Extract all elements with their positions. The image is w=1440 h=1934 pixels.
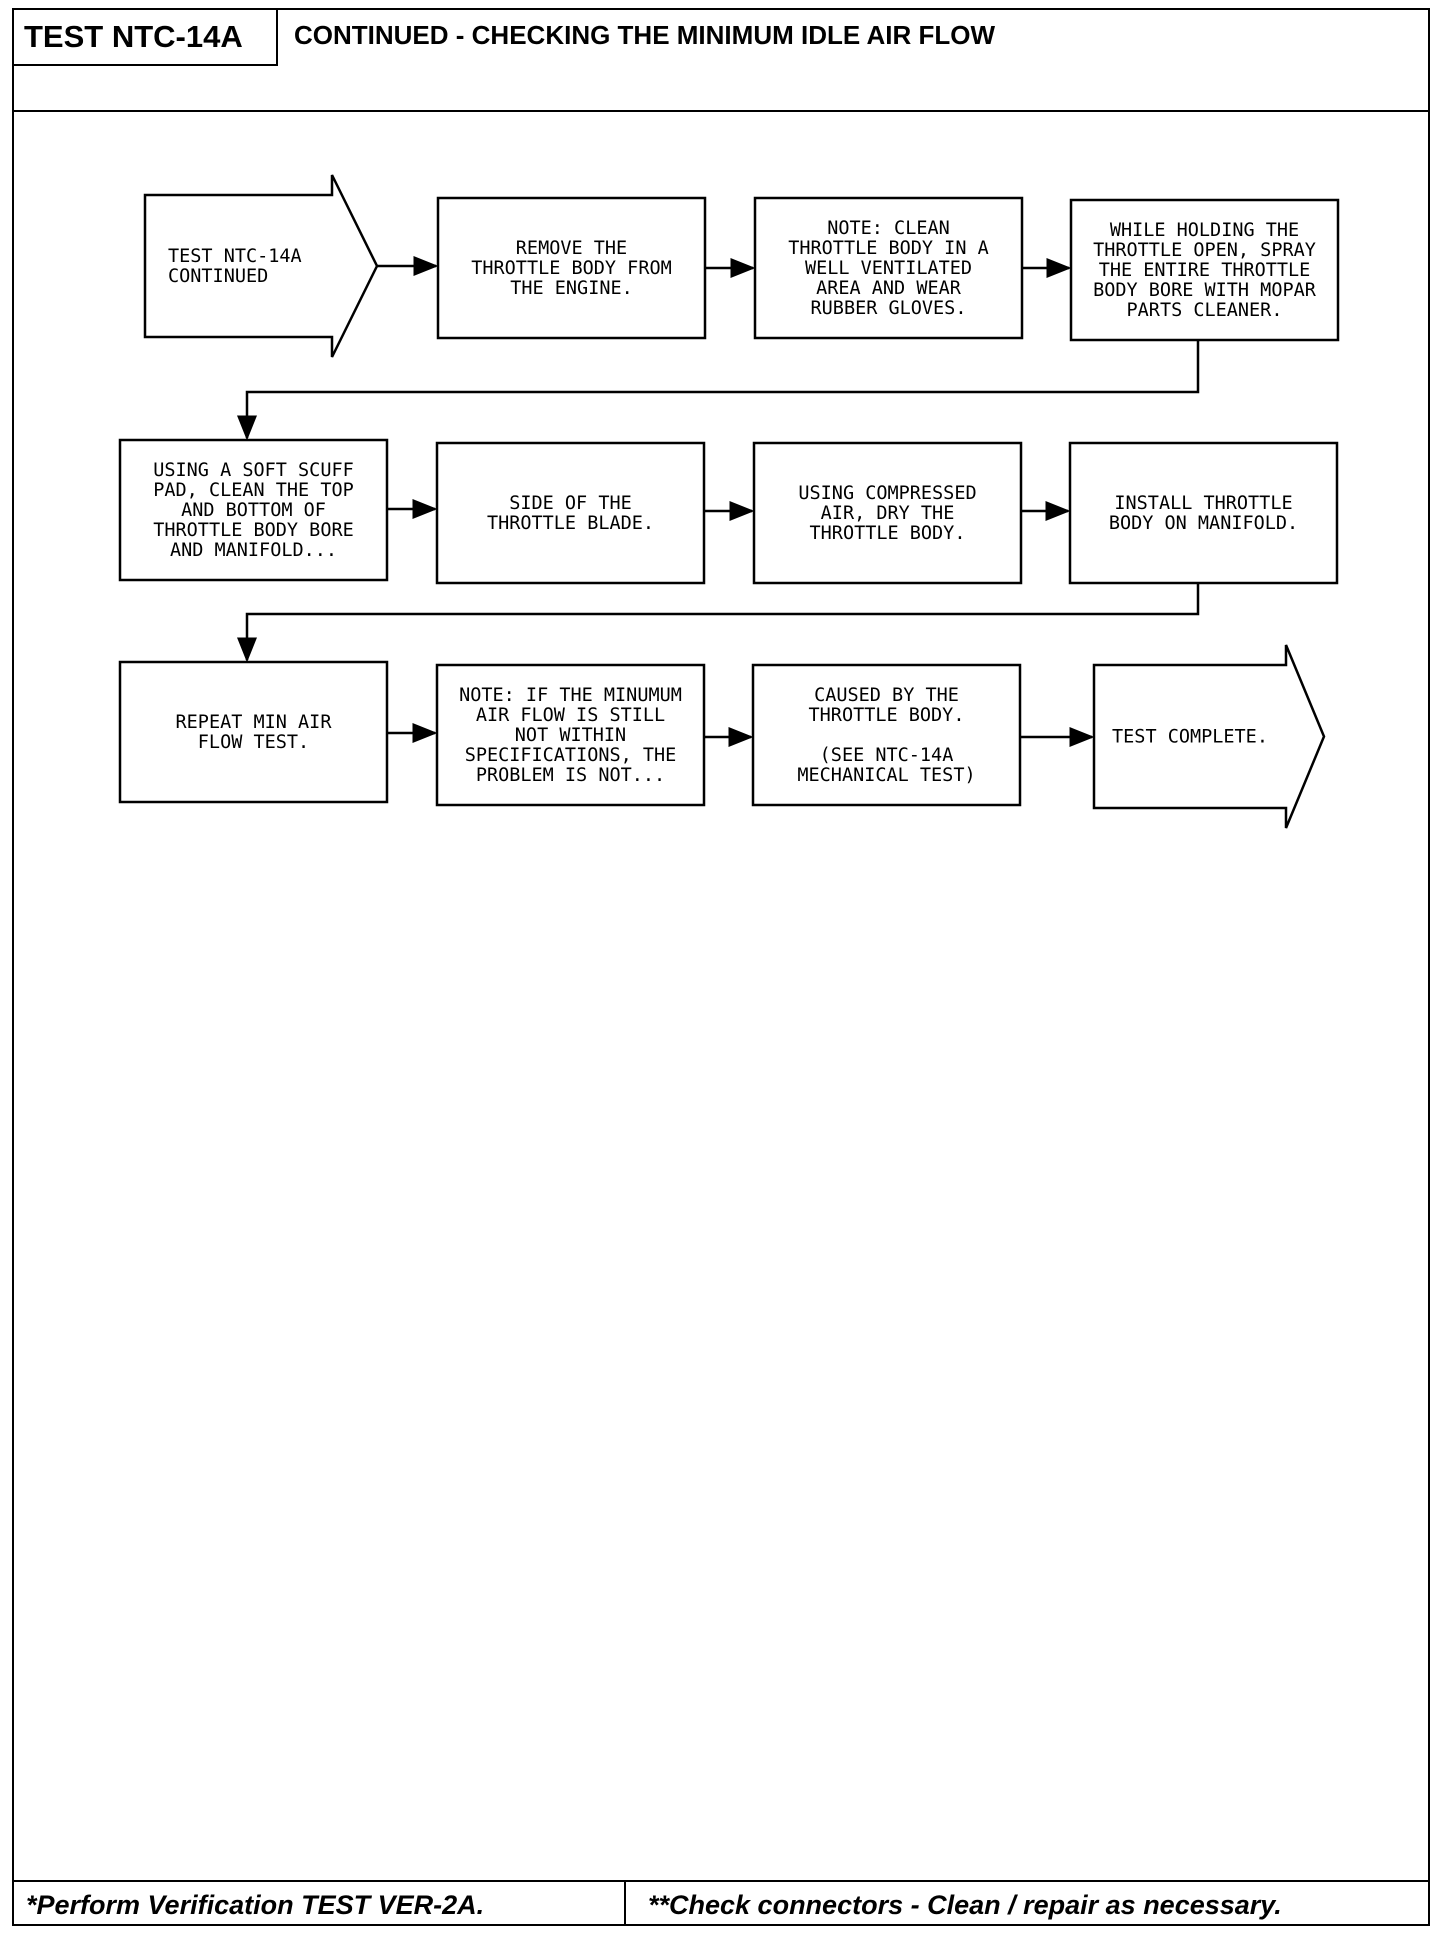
footer-separator xyxy=(624,1880,626,1926)
step-compressed-air-line: AIR, DRY THE xyxy=(821,503,955,524)
footer-note-right: **Check connectors - Clean / repair as n… xyxy=(648,1890,1282,1920)
step-note-clean-line: AREA AND WEAR xyxy=(816,278,962,299)
step-scuff-pad-line: AND BOTTOM OF xyxy=(181,500,326,521)
header xyxy=(12,8,1430,112)
step-repeat-test-line: FLOW TEST. xyxy=(198,732,309,753)
step-caused-by-line: THROTTLE BODY. xyxy=(809,705,965,726)
end-arrow-line: TEST COMPLETE. xyxy=(1112,727,1268,748)
step-compressed-air-line: USING COMPRESSED xyxy=(798,483,976,504)
step-throttle-blade-line: SIDE OF THE xyxy=(509,493,632,514)
footer-note-left: *Perform Verification TEST VER-2A. xyxy=(26,1890,485,1920)
step-spray-cleaner-line: WHILE HOLDING THE xyxy=(1110,220,1299,241)
step-repeat-test-line: REPEAT MIN AIR xyxy=(176,712,333,733)
step-install-throttle-body-line: BODY ON MANIFOLD. xyxy=(1109,513,1298,534)
end-arrow xyxy=(1092,644,1326,829)
step-scuff-pad xyxy=(118,438,389,582)
step-note-spec xyxy=(435,663,706,807)
step-note-clean-line: RUBBER GLOVES. xyxy=(811,298,967,319)
connectors xyxy=(237,256,1200,747)
step-note-spec-line: PROBLEM IS NOT... xyxy=(476,765,665,786)
step-caused-by xyxy=(751,663,1022,807)
step-throttle-blade xyxy=(435,441,706,585)
step-remove-throttle-body xyxy=(436,196,707,340)
start-arrow-line: TEST NTC-14A xyxy=(168,246,302,267)
connector-8 xyxy=(237,583,1200,663)
step-install-throttle-body xyxy=(1068,441,1339,585)
step-repeat-test xyxy=(118,660,389,804)
step-compressed-air-line: THROTTLE BODY. xyxy=(810,523,966,544)
step-scuff-pad-line: USING A SOFT SCUFF xyxy=(153,460,353,481)
start-arrow xyxy=(143,174,379,358)
step-note-clean xyxy=(753,196,1024,340)
step-spray-cleaner xyxy=(1069,198,1340,342)
start-arrow-line: CONTINUED xyxy=(168,266,268,287)
step-note-spec-line: NOT WITHIN xyxy=(515,725,626,746)
connector-4 xyxy=(237,340,1200,441)
step-install-throttle-body-line: INSTALL THROTTLE xyxy=(1114,493,1292,514)
step-spray-cleaner-line: PARTS CLEANER. xyxy=(1127,300,1283,321)
step-note-clean-line: WELL VENTILATED xyxy=(805,258,972,279)
step-remove-throttle-body-line: THROTTLE BODY FROM xyxy=(471,258,671,279)
step-spray-cleaner-line: THROTTLE OPEN, SPRAY xyxy=(1093,240,1316,261)
step-spray-cleaner-line: BODY BORE WITH MOPAR xyxy=(1093,280,1317,301)
step-caused-by-line: (SEE NTC-14A xyxy=(820,745,954,766)
step-caused-by-line: MECHANICAL TEST) xyxy=(797,765,975,786)
footer-divider xyxy=(12,1880,1430,1882)
test-id: TEST NTC-14A xyxy=(12,8,278,66)
step-spray-cleaner-line: THE ENTIRE THROTTLE xyxy=(1099,260,1311,281)
step-scuff-pad-line: AND MANIFOLD... xyxy=(170,540,337,561)
step-remove-throttle-body-line: THE ENGINE. xyxy=(510,278,633,299)
step-note-spec-line: NOTE: IF THE MINUMUM xyxy=(459,685,682,706)
end-arrow-text: TEST COMPLETE. xyxy=(1112,727,1268,748)
step-note-clean-line: THROTTLE BODY IN A xyxy=(788,238,988,259)
step-compressed-air xyxy=(752,441,1023,585)
step-throttle-blade-line: THROTTLE BLADE. xyxy=(487,513,654,534)
step-scuff-pad-line: PAD, CLEAN THE TOP xyxy=(153,480,353,501)
step-note-spec-line: AIR FLOW IS STILL xyxy=(476,705,665,726)
step-note-clean-line: NOTE: CLEAN xyxy=(827,218,950,239)
step-scuff-pad-line: THROTTLE BODY BORE xyxy=(153,520,353,541)
step-caused-by-line: CAUSED BY THE xyxy=(814,685,959,706)
step-note-spec-line: SPECIFICATIONS, THE xyxy=(465,745,677,766)
page-title: CONTINUED - CHECKING THE MINIMUM IDLE AI… xyxy=(294,20,995,50)
step-remove-throttle-body-line: REMOVE THE xyxy=(516,238,627,259)
